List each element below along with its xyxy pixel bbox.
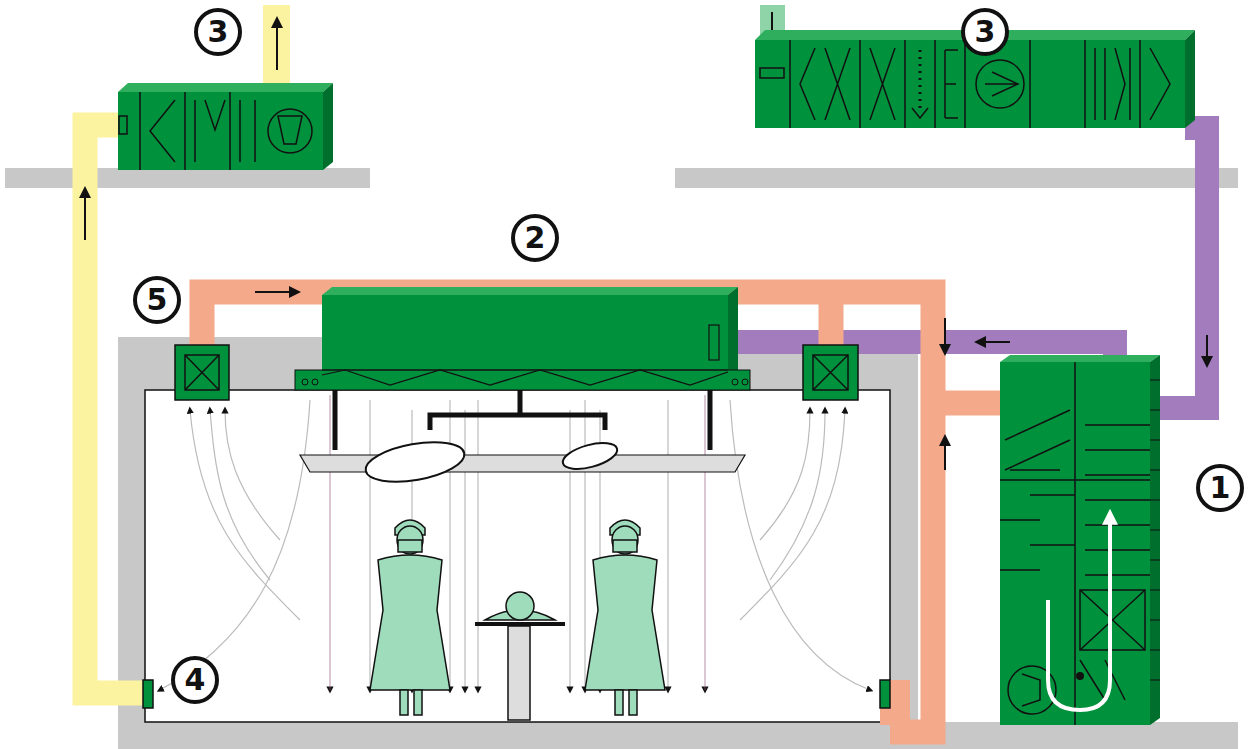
callout-number: 3 xyxy=(961,8,1009,56)
callout-text: 1 xyxy=(1210,473,1231,503)
callout-number: 4 xyxy=(171,656,219,704)
callout-text: 3 xyxy=(208,17,229,47)
callout-text: 5 xyxy=(147,285,168,315)
callout-number: 5 xyxy=(133,276,181,324)
callout-text: 3 xyxy=(975,17,996,47)
callout-number: 1 xyxy=(1196,464,1244,512)
callout-text: 2 xyxy=(525,223,546,253)
callout-text: 4 xyxy=(185,665,206,695)
callout-number: 3 xyxy=(194,8,242,56)
callout-number: 2 xyxy=(511,214,559,262)
